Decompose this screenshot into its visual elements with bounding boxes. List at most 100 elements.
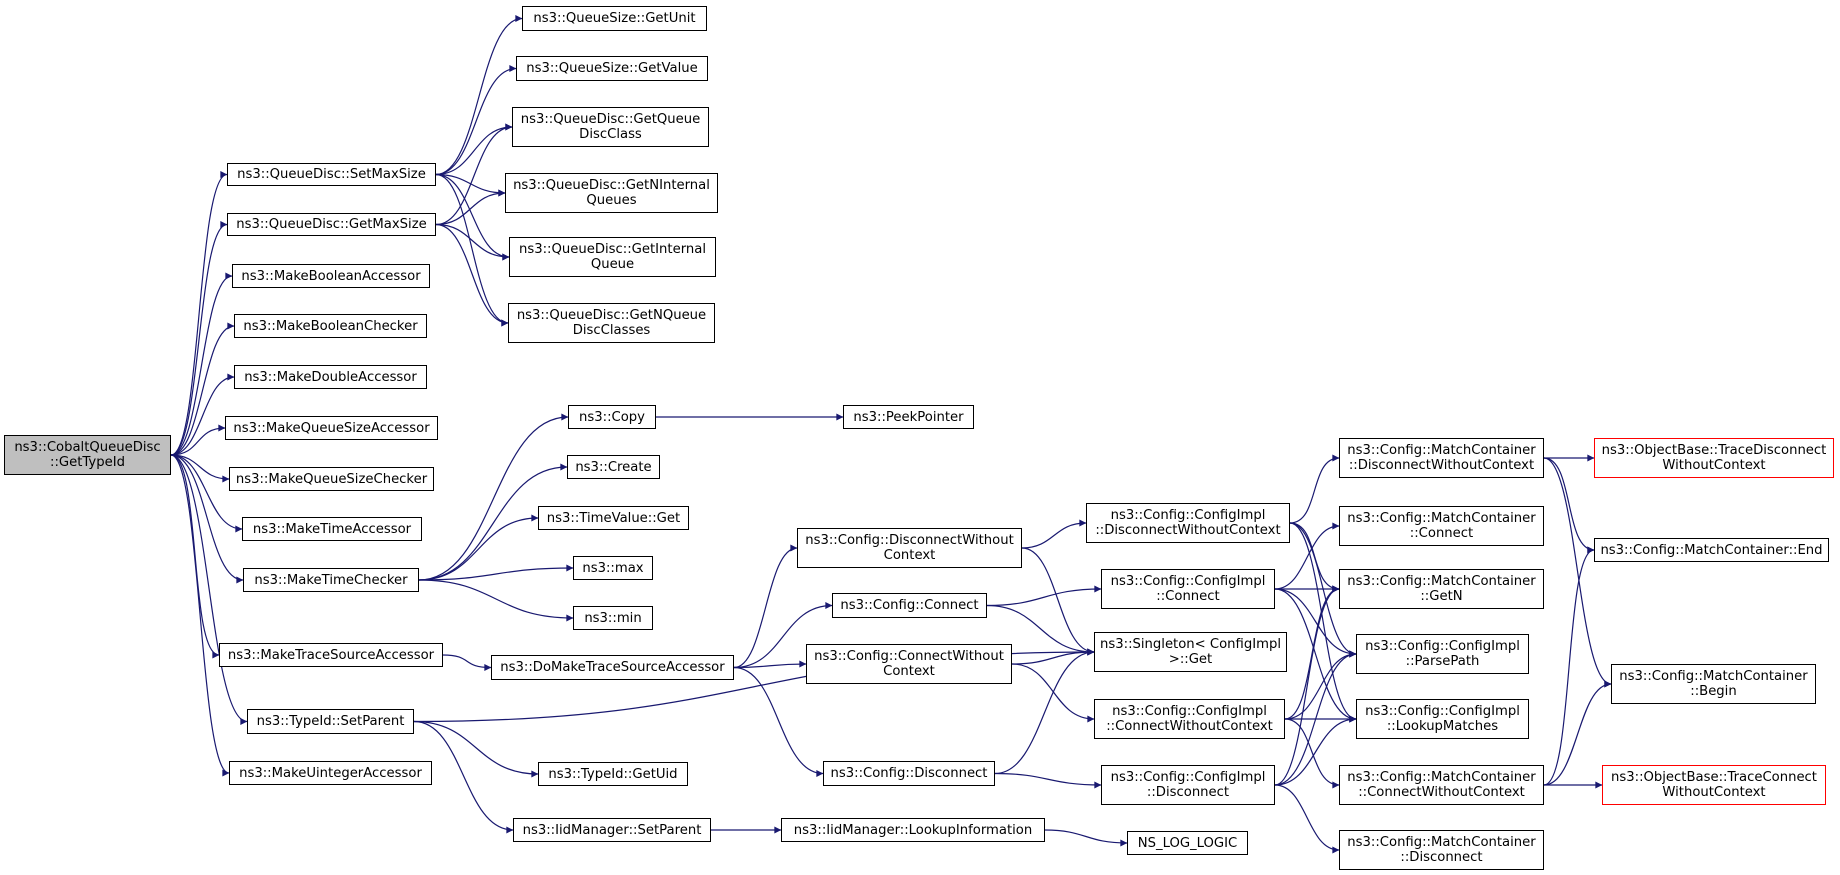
node-mcEnd[interactable]: ns3::Config::MatchContainer::End — [1594, 538, 1829, 562]
edge-getmaxsize-to-getnqueuedisclasses — [435, 223, 509, 327]
edge-getmaxsize-to-getqueuedisclass — [435, 123, 513, 226]
node-iidlookup[interactable]: ns3::IidManager::LookupInformation — [781, 818, 1045, 842]
node-makebooleanchecker[interactable]: ns3::MakeBooleanChecker — [234, 314, 427, 338]
edge-implDisconnectWithout-to-mcDisconnectWithout — [1289, 454, 1340, 524]
node-label-line: Queues — [586, 193, 637, 208]
node-implConnect[interactable]: ns3::Config::ConfigImpl::Connect — [1101, 569, 1275, 609]
node-label-line: ns3::Config::ConfigImpl — [1365, 639, 1520, 654]
node-max[interactable]: ns3::max — [573, 556, 653, 580]
node-label-line: ns3::CobaltQueueDisc — [14, 440, 161, 455]
node-copy[interactable]: ns3::Copy — [568, 405, 656, 429]
node-makebooleanaccessor[interactable]: ns3::MakeBooleanAccessor — [232, 264, 430, 288]
node-implDisconnect[interactable]: ns3::Config::ConfigImpl::Disconnect — [1101, 765, 1275, 805]
node-maketimechecker[interactable]: ns3::MakeTimeChecker — [243, 568, 419, 592]
node-label-line: ::Disconnect — [1400, 850, 1483, 865]
node-implDisconnectWithout[interactable]: ns3::Config::ConfigImpl::DisconnectWitho… — [1086, 503, 1290, 543]
edge-domaketracesourceaccessor-to-cfgconnect — [733, 602, 833, 669]
node-root: ns3::CobaltQueueDisc::GetTypeId — [4, 435, 171, 475]
edge-cfgdisconnect-to-implDisconnect — [994, 772, 1102, 789]
edge-implDisconnect-to-implParsePath — [1274, 650, 1357, 786]
edge-root-to-makebooleanaccessor — [170, 272, 233, 456]
node-label-line: ns3::IidManager::SetParent — [522, 822, 702, 838]
node-label-line: ::Connect — [1156, 589, 1220, 604]
node-label-line: Context — [883, 548, 936, 563]
edge-root-to-makequeuesizechecker — [170, 454, 230, 483]
node-label-line: ns3::QueueDisc::GetMaxSize — [236, 217, 427, 232]
edge-root-to-maketimechecker — [170, 454, 244, 584]
node-getmaxsize[interactable]: ns3::QueueDisc::GetMaxSize — [227, 213, 436, 236]
node-label-line: ns3::IidManager::LookupInformation — [793, 822, 1033, 838]
edge-domaketracesourceaccessor-to-cfgconnectwithout — [733, 660, 807, 669]
node-singletonget[interactable]: ns3::Singleton< ConfigImpl >::Get — [1094, 632, 1287, 672]
node-typeidgetuid[interactable]: ns3::TypeId::GetUid — [538, 762, 688, 786]
edge-maketimechecker-to-copy — [418, 413, 569, 581]
edge-cfgconnect-to-singletonget — [986, 604, 1095, 656]
edge-implConnect-to-implLookupMatches — [1274, 588, 1357, 723]
node-makequeuesizeaccessor[interactable]: ns3::MakeQueueSizeAccessor — [225, 416, 438, 440]
node-timevalueget[interactable]: ns3::TimeValue::Get — [538, 506, 689, 530]
node-label-line: ns3::max — [582, 560, 644, 576]
node-maketracesourceaccessor[interactable]: ns3::MakeTraceSourceAccessor — [219, 643, 443, 667]
node-label-line: ns3::Config::MatchContainer — [1347, 511, 1536, 526]
node-nsloglogic[interactable]: NS_LOG_LOGIC — [1127, 831, 1248, 855]
node-mcDisconnect[interactable]: ns3::Config::MatchContainer::Disconnect — [1339, 830, 1544, 870]
node-label-line: ns3::min — [584, 610, 642, 626]
node-cfgdisconnect[interactable]: ns3::Config::Disconnect — [823, 761, 995, 786]
node-cfgconnect[interactable]: ns3::Config::Connect — [832, 593, 987, 618]
node-label-line: ns3::Config::ConfigImpl — [1112, 704, 1267, 719]
edge-mcConnectWithout-to-mcEnd — [1543, 546, 1595, 786]
node-label-line: ::GetN — [1420, 589, 1463, 604]
node-implParsePath[interactable]: ns3::Config::ConfigImpl::ParsePath — [1356, 634, 1529, 674]
node-iidsetparent[interactable]: ns3::IidManager::SetParent — [513, 818, 711, 842]
node-label-line: ns3::QueueDisc::GetInternal — [519, 242, 706, 257]
edge-implDisconnect-to-mcGetN — [1274, 585, 1340, 786]
node-label-line: >::Get — [1168, 652, 1213, 667]
node-makedoubleaccessor[interactable]: ns3::MakeDoubleAccessor — [234, 365, 427, 389]
node-getunit[interactable]: ns3::QueueSize::GetUnit — [522, 6, 707, 31]
node-label-line: ns3::Config::ConfigImpl — [1110, 770, 1266, 785]
edge-implConnectWithout-to-implParsePath — [1284, 650, 1357, 720]
node-makequeuesizechecker[interactable]: ns3::MakeQueueSizeChecker — [229, 467, 434, 491]
node-create[interactable]: ns3::Create — [567, 455, 660, 479]
node-mcConnectWithout[interactable]: ns3::Config::MatchContainer::ConnectWith… — [1339, 765, 1544, 805]
edge-mcConnectWithout-to-mcBegin — [1543, 680, 1612, 786]
edge-typeidsetparent-to-iidsetparent — [413, 720, 514, 834]
edge-root-to-makeuintegeraccessor — [170, 454, 230, 777]
node-mcGetN[interactable]: ns3::Config::MatchContainer::GetN — [1339, 569, 1544, 609]
node-typeidsetparent[interactable]: ns3::TypeId::SetParent — [247, 709, 414, 734]
edge-typeidsetparent-to-typeidgetuid — [413, 720, 539, 778]
node-label-line: WithoutContext — [1662, 785, 1766, 800]
node-makeuintegeraccessor[interactable]: ns3::MakeUintegerAccessor — [229, 761, 432, 785]
node-label-line: ns3::Config::ConfigImpl — [1110, 574, 1266, 589]
node-domaketracesourceaccessor[interactable]: ns3::DoMakeTraceSourceAccessor — [491, 655, 734, 680]
node-label-line: ns3::TypeId::SetParent — [256, 714, 405, 729]
node-label-line: ns3::TypeId::GetUid — [548, 766, 678, 782]
node-getvalue[interactable]: ns3::QueueSize::GetValue — [516, 56, 708, 81]
node-mcBegin[interactable]: ns3::Config::MatchContainer::Begin — [1611, 664, 1816, 704]
edge-mcDisconnectWithout-to-mcEnd — [1543, 457, 1595, 554]
node-maketimeaccessor[interactable]: ns3::MakeTimeAccessor — [242, 517, 422, 541]
edge-root-to-makedoubleaccessor — [170, 373, 235, 456]
node-mcConnect[interactable]: ns3::Config::MatchContainer::Connect — [1339, 506, 1544, 546]
node-setmaxsize[interactable]: ns3::QueueDisc::SetMaxSize — [227, 163, 436, 186]
node-peekpointer[interactable]: ns3::PeekPointer — [843, 405, 974, 429]
node-mcDisconnectWithout[interactable]: ns3::Config::MatchContainer::DisconnectW… — [1339, 438, 1544, 478]
edge-mcDisconnectWithout-to-mcBegin — [1543, 457, 1612, 688]
node-implConnectWithout[interactable]: ns3::Config::ConfigImpl::ConnectWithoutC… — [1094, 699, 1285, 739]
node-implLookupMatches[interactable]: ns3::Config::ConfigImpl::LookupMatches — [1356, 699, 1529, 739]
edge-implConnectWithout-to-mcGetN — [1284, 585, 1340, 720]
node-label-line: ns3::Config::MatchContainer::End — [1600, 542, 1823, 558]
node-label-line: NS_LOG_LOGIC — [1137, 835, 1238, 851]
node-min[interactable]: ns3::min — [573, 606, 653, 630]
edge-implDisconnectWithout-to-implLookupMatches — [1289, 522, 1357, 723]
node-label-line: ns3::PeekPointer — [853, 409, 964, 425]
node-label-line: ns3::TimeValue::Get — [546, 510, 681, 526]
